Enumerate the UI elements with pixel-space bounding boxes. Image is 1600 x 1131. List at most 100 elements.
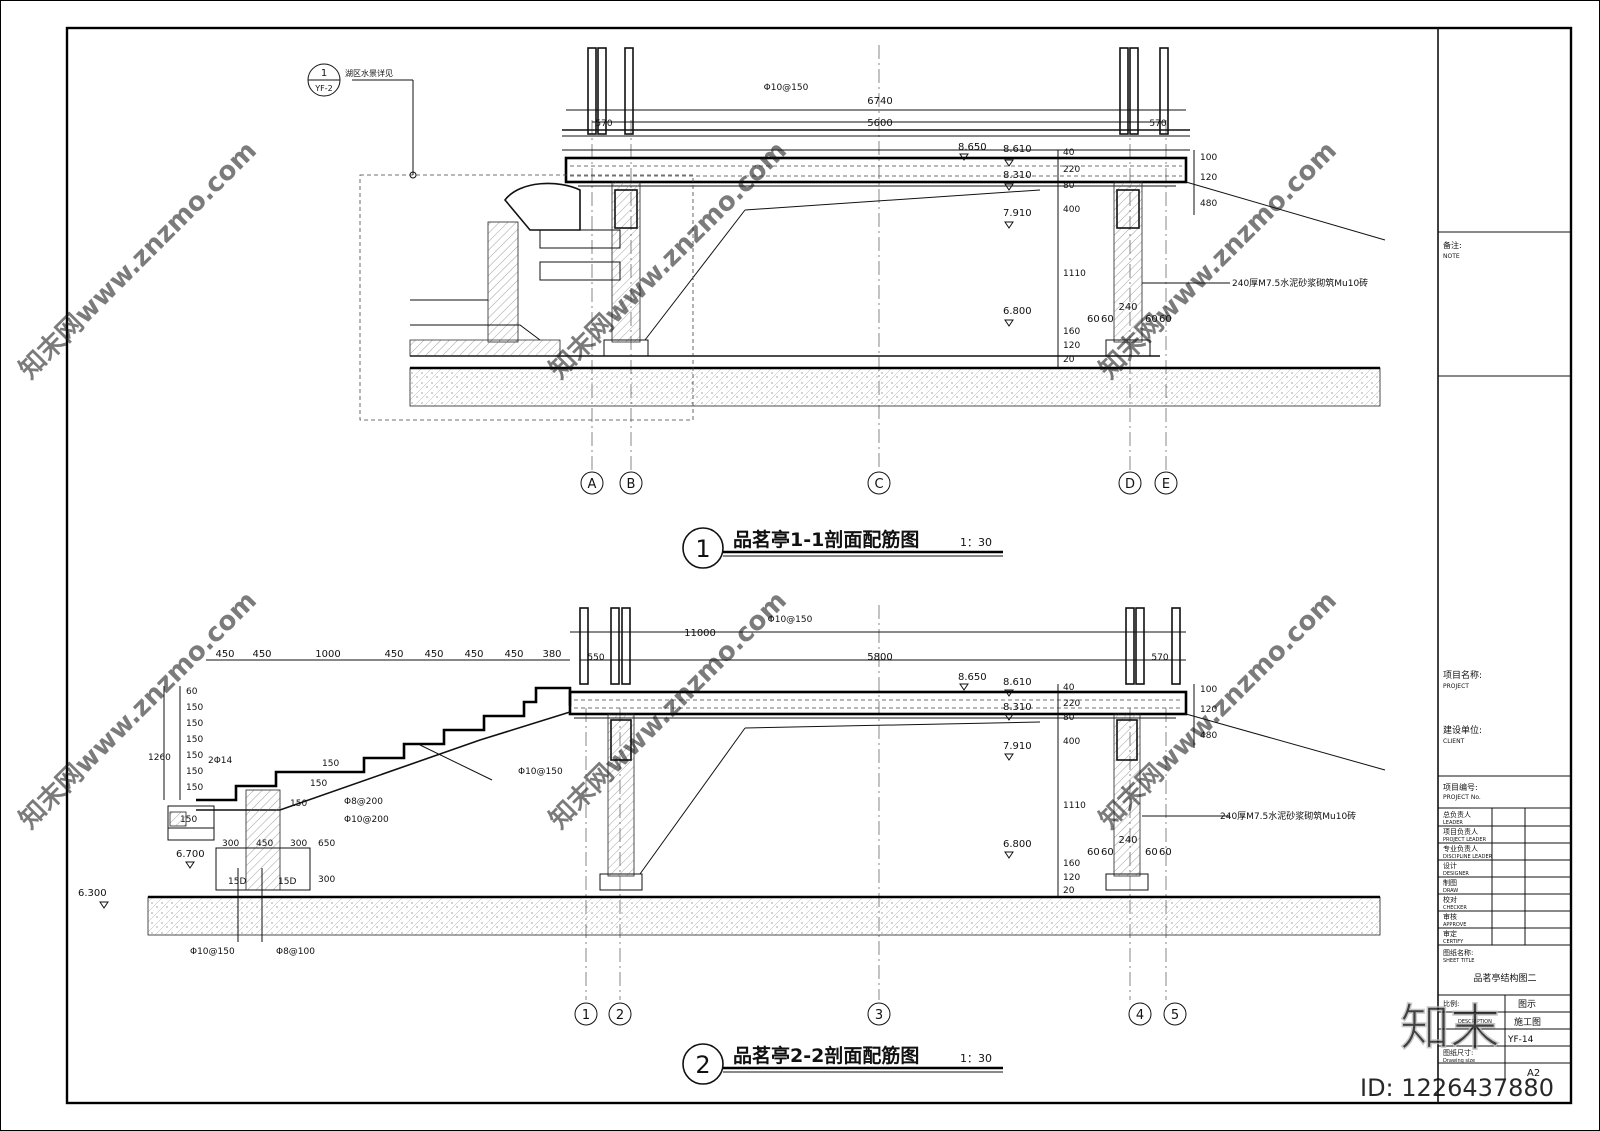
- s1-wall-note: 240厚M7.5水泥砂浆砌筑Mu10砖: [1232, 277, 1368, 289]
- watermark-site-6: 知末网www.znzmo.com: [1094, 586, 1343, 835]
- s1-detail-ref-no: 1: [321, 68, 327, 79]
- s2-found-dim-15d-a: 15D: [228, 877, 246, 887]
- s1-detail-ref-sheet: YF-2: [314, 84, 332, 93]
- s2-left-dim-150f: 150: [186, 783, 203, 793]
- s2-title-number: 2: [695, 1051, 710, 1079]
- s1-title-number: 1: [695, 535, 710, 563]
- s2-axis-3: 3: [875, 1008, 883, 1023]
- s1-axis-b: B: [627, 477, 636, 492]
- s2-vdim-100: 100: [1200, 685, 1217, 695]
- tb-row-7-cn: 审定: [1443, 929, 1457, 938]
- section-2-drawing: [99, 605, 1386, 1000]
- sheet-border: [65, 26, 1573, 1105]
- s1-elev-6800: 6.800: [1003, 306, 1032, 317]
- s1-vdim-100: 100: [1200, 153, 1217, 163]
- tb-row-0-en: LEADER: [1443, 820, 1463, 826]
- s2-found-dim-15d-b: 15D: [278, 877, 296, 887]
- s2-dim-11000: 11000: [684, 628, 716, 639]
- s1-col-60d: 60: [1159, 314, 1172, 325]
- s1-col-60c: 60: [1145, 314, 1158, 325]
- s2-stair-vdim-1: 150: [322, 759, 339, 769]
- s2-title: 品茗亭2-2剖面配筋图: [733, 1044, 919, 1067]
- watermark-site-5: 知末网www.znzmo.com: [544, 586, 793, 835]
- s1-col-240: 240: [1118, 302, 1137, 313]
- s2-col-60d: 60: [1159, 847, 1172, 858]
- section-1-labels: 6740 5600 570 570 Φ10@150 8.650 8.610 8.…: [307, 63, 1368, 569]
- s1-axis-a: A: [588, 477, 597, 492]
- tb-sheet-title: 品茗亭结构图二: [1473, 972, 1536, 984]
- s2-vdim-480: 480: [1200, 731, 1217, 741]
- s2-rebar-top: Φ10@150: [768, 615, 813, 625]
- s2-rebar-b: Φ10@200: [344, 815, 389, 825]
- tb-size-cn: 图纸尺寸:: [1443, 1048, 1473, 1057]
- s1-dim-6740: 6740: [867, 96, 892, 107]
- s2-vdim-220: 220: [1063, 699, 1080, 709]
- s2-elev-6300: 6.300: [78, 888, 107, 899]
- section-1-drawing: [352, 45, 1386, 470]
- s2-stair-dim-4: 450: [384, 649, 403, 660]
- s1-col-60b: 60: [1101, 314, 1114, 325]
- s2-rebar-c: 2Φ14: [208, 756, 233, 766]
- tb-project-no-cn: 项目编号:: [1443, 782, 1478, 792]
- s2-vdim-120: 120: [1200, 705, 1217, 715]
- tb-scale-cn: 比例:: [1443, 999, 1459, 1008]
- s2-col-60c: 60: [1145, 847, 1158, 858]
- s2-axis-2: 2: [616, 1008, 624, 1023]
- tb-row-5-cn: 校对: [1443, 895, 1457, 904]
- s2-left-dim-60: 60: [186, 687, 198, 697]
- s1-rebar-label: Φ10@150: [764, 83, 809, 93]
- s2-left-dim-150b: 150: [186, 719, 203, 729]
- s2-scale: 1：30: [960, 1052, 992, 1065]
- s2-dim-570: 570: [1151, 653, 1168, 663]
- s1-vdim-1110: 1110: [1063, 269, 1086, 279]
- tb-project-en: PROJECT: [1443, 683, 1469, 690]
- s2-axis-4: 4: [1136, 1008, 1144, 1023]
- tb-row-6-en: APPROVE: [1443, 922, 1466, 928]
- section-2-labels: 11000 5800 570 550 Φ10@150 450 450 1000 …: [78, 615, 1356, 1085]
- s2-dim-550: 550: [587, 653, 604, 663]
- tb-row-1-cn: 项目负责人: [1443, 827, 1478, 836]
- tb-desc-val: 施工图: [1514, 1016, 1541, 1028]
- tb-size-val: A2: [1527, 1068, 1540, 1079]
- s2-stair-dim-8: 380: [542, 649, 561, 660]
- s2-axis-5: 5: [1171, 1008, 1179, 1023]
- s2-stair-vdim-2: 150: [310, 779, 327, 789]
- tb-row-7-en: CERTIFY: [1443, 939, 1464, 945]
- tb-row-3-en: DESIGNER: [1443, 871, 1469, 877]
- s1-detail-ref-text: 湖区水景详见: [345, 68, 393, 78]
- s2-col-60b: 60: [1101, 847, 1114, 858]
- s2-left-dim-1260: 1260: [148, 753, 171, 763]
- s1-vdim-400: 400: [1063, 205, 1080, 215]
- s1-col-60a: 60: [1087, 314, 1100, 325]
- s2-vdim-1110: 1110: [1063, 801, 1086, 811]
- s2-left-dim-150d: 150: [186, 751, 203, 761]
- s2-found-dim-150: 150: [180, 815, 197, 825]
- s2-axis-1: 1: [582, 1008, 590, 1023]
- s1-axis-e: E: [1162, 477, 1170, 492]
- tb-row-3-cn: 设计: [1443, 861, 1457, 870]
- s2-left-dim-150e: 150: [186, 767, 203, 777]
- watermark-id: ID: 1226437880: [1360, 1074, 1554, 1102]
- s2-stair-vdim-3: 150: [290, 799, 307, 809]
- watermark-layer: 知末网www.znzmo.com 知末网www.znzmo.com 知末网www…: [14, 136, 1343, 835]
- s2-elev-6800: 6.800: [1003, 839, 1032, 850]
- s1-elev-7910: 7.910: [1003, 208, 1032, 219]
- s2-rebar-bot1: Φ10@150: [190, 947, 235, 957]
- tb-row-2-cn: 专业负责人: [1443, 844, 1478, 853]
- s2-left-dim-150a: 150: [186, 703, 203, 713]
- watermark-site-4: 知末网www.znzmo.com: [14, 586, 263, 835]
- tb-row-2-en: DISCIPLINE LEADER: [1443, 854, 1493, 860]
- s2-rebar-bot2: Φ8@100: [276, 947, 315, 957]
- tb-client-cn: 建设单位:: [1443, 724, 1482, 736]
- s2-elev-8610: 8.610: [1003, 677, 1032, 688]
- s2-stair-dim-5: 450: [424, 649, 443, 660]
- watermark-site-2: 知末网www.znzmo.com: [544, 136, 793, 385]
- s1-vdim-80: 80: [1063, 181, 1075, 191]
- watermark-logo: 知末: [1400, 999, 1500, 1057]
- s2-stair-dim-7: 450: [504, 649, 523, 660]
- tb-row-5-en: CHECKER: [1443, 905, 1467, 911]
- tb-note-en: NOTE: [1443, 253, 1460, 260]
- title-block: 备注: NOTE 项目名称: PROJECT 建设单位: CLIENT 项目编号…: [1437, 28, 1571, 1103]
- s1-axis-c: C: [874, 477, 883, 492]
- tb-sheet-no-val: YF-14: [1507, 1035, 1534, 1045]
